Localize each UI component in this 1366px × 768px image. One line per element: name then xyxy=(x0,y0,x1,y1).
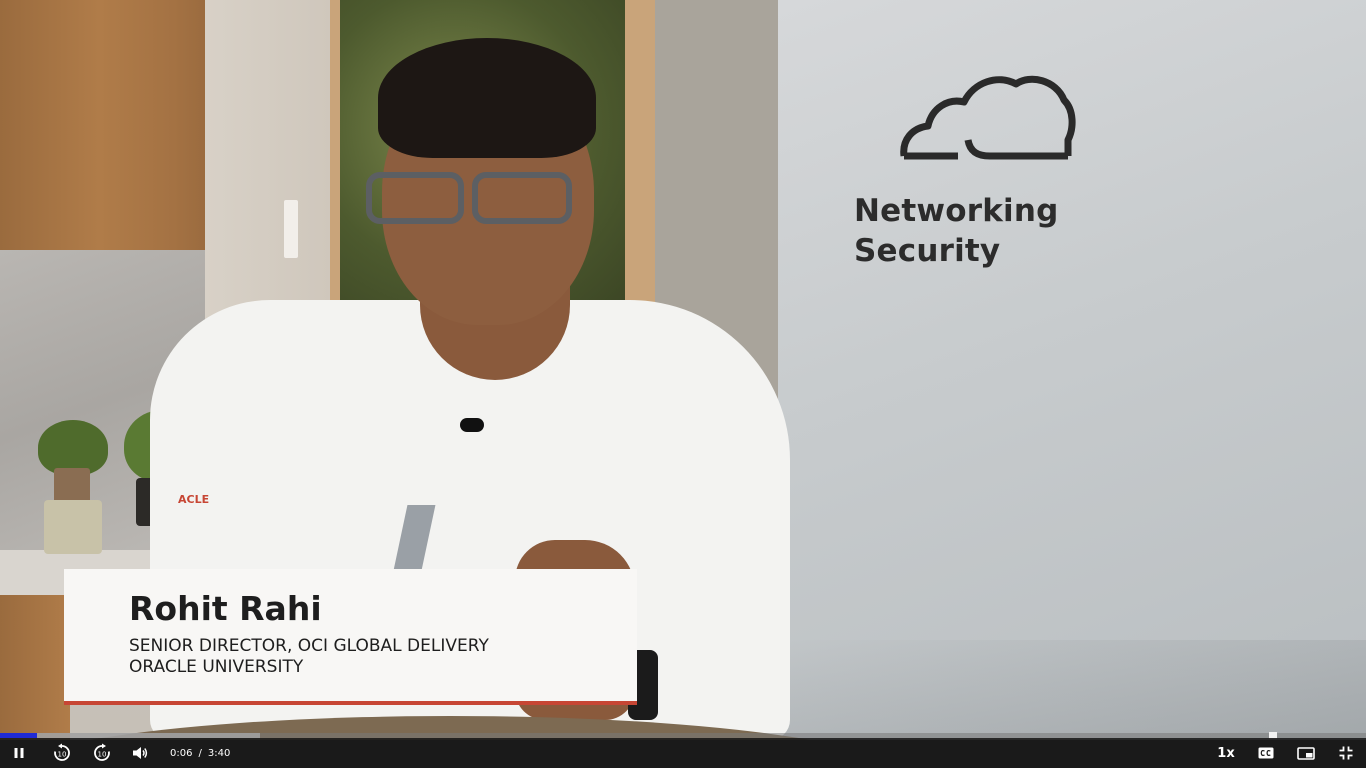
picture-in-picture-icon xyxy=(1297,746,1315,760)
forward-10-icon: 10 xyxy=(94,743,110,761)
control-bar: 10 10 0:06 / 3:40 1x xyxy=(0,738,1366,768)
speaker-name: Rohit Rahi xyxy=(129,589,322,628)
rewind-10-button[interactable]: 10 xyxy=(48,738,76,768)
plant-leaves xyxy=(38,420,108,475)
plant-pot xyxy=(54,468,90,504)
cloud-icon xyxy=(900,75,1076,160)
slide-title-line-2: Security xyxy=(854,233,1001,269)
video-frame[interactable]: Networking Security ACLE Rohit Rahi SENI… xyxy=(0,0,1366,740)
speaker-glasses xyxy=(366,172,464,224)
progress-buffered xyxy=(0,733,260,738)
speaker-organization: ORACLE UNIVERSITY xyxy=(129,657,304,677)
shirt-logo: ACLE xyxy=(178,493,210,506)
forward-seconds-label: 10 xyxy=(98,751,107,759)
duration: 3:40 xyxy=(207,747,231,759)
speaker-title: SENIOR DIRECTOR, OCI GLOBAL DELIVERY xyxy=(129,636,489,656)
closed-captions-icon xyxy=(1258,747,1274,759)
play-pause-button[interactable] xyxy=(6,738,32,768)
playback-speed-button[interactable]: 1x xyxy=(1210,738,1242,768)
timeline-marker[interactable] xyxy=(1269,732,1277,739)
time-separator: / xyxy=(198,747,202,759)
playback-speed-label: 1x xyxy=(1217,745,1235,761)
picture-in-picture-button[interactable] xyxy=(1292,738,1320,768)
time-display: 0:06 / 3:40 xyxy=(170,738,230,768)
progress-played xyxy=(0,733,37,738)
speaker-hair xyxy=(378,38,596,158)
current-time: 0:06 xyxy=(170,747,193,759)
forward-10-button[interactable]: 10 xyxy=(88,738,116,768)
light-switch xyxy=(284,200,298,258)
slide-title-line-1: Networking xyxy=(854,193,1059,229)
pause-icon xyxy=(14,748,24,758)
progress-bar[interactable] xyxy=(0,733,1366,738)
name-lower-third: Rohit Rahi SENIOR DIRECTOR, OCI GLOBAL D… xyxy=(64,569,637,705)
volume-button[interactable] xyxy=(127,738,153,768)
plant-vase xyxy=(44,500,102,554)
captions-button[interactable] xyxy=(1252,738,1280,768)
volume-icon xyxy=(133,747,148,759)
rewind-10-icon: 10 xyxy=(54,743,70,761)
exit-fullscreen-button[interactable] xyxy=(1332,738,1360,768)
speaker-glasses xyxy=(472,172,572,224)
rewind-seconds-label: 10 xyxy=(58,751,67,759)
glass-panel-sheen xyxy=(778,640,1366,740)
background-lower-cabinet xyxy=(0,595,70,740)
exit-fullscreen-icon xyxy=(1339,746,1353,760)
lapel-microphone xyxy=(460,418,484,432)
